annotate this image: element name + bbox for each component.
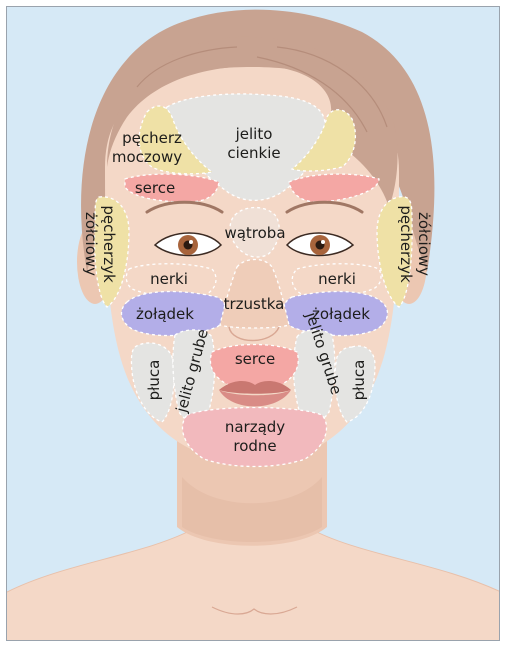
label-serce-top: serce — [135, 179, 175, 197]
label-jelito-cienkie-2: cienkie — [227, 144, 280, 162]
diagram-frame: jelito cienkie pęcherz moczowy serce wąt… — [6, 6, 500, 641]
label-narzady-rodne-2: rodne — [233, 437, 276, 455]
label-trzustka: trzustka — [224, 295, 285, 313]
label-pecherzyk-right-2: żółciowy — [415, 212, 433, 276]
label-watroba: wątroba — [224, 224, 285, 242]
label-nerki-right: nerki — [318, 270, 356, 288]
label-pecherzyk-right-1: pęcherzyk — [397, 205, 415, 283]
label-pecherz-moczowy-1: pęcherz — [122, 129, 182, 147]
label-pecherzyk-left-2: żółciowy — [82, 212, 100, 276]
label-jelito-cienkie-1: jelito — [235, 125, 273, 143]
label-pluca-right: płuca — [350, 360, 368, 401]
label-pluca-left: płuca — [145, 360, 163, 401]
face-map-svg: jelito cienkie pęcherz moczowy serce wąt… — [7, 7, 500, 641]
label-zoladek-left: żołądek — [136, 305, 194, 323]
label-pecherz-moczowy-2: moczowy — [112, 148, 182, 166]
label-serce-bottom: serce — [235, 350, 275, 368]
label-narzady-rodne-1: narządy — [225, 418, 285, 436]
label-pecherzyk-left-1: pęcherzyk — [100, 205, 118, 283]
label-nerki-left: nerki — [150, 270, 188, 288]
